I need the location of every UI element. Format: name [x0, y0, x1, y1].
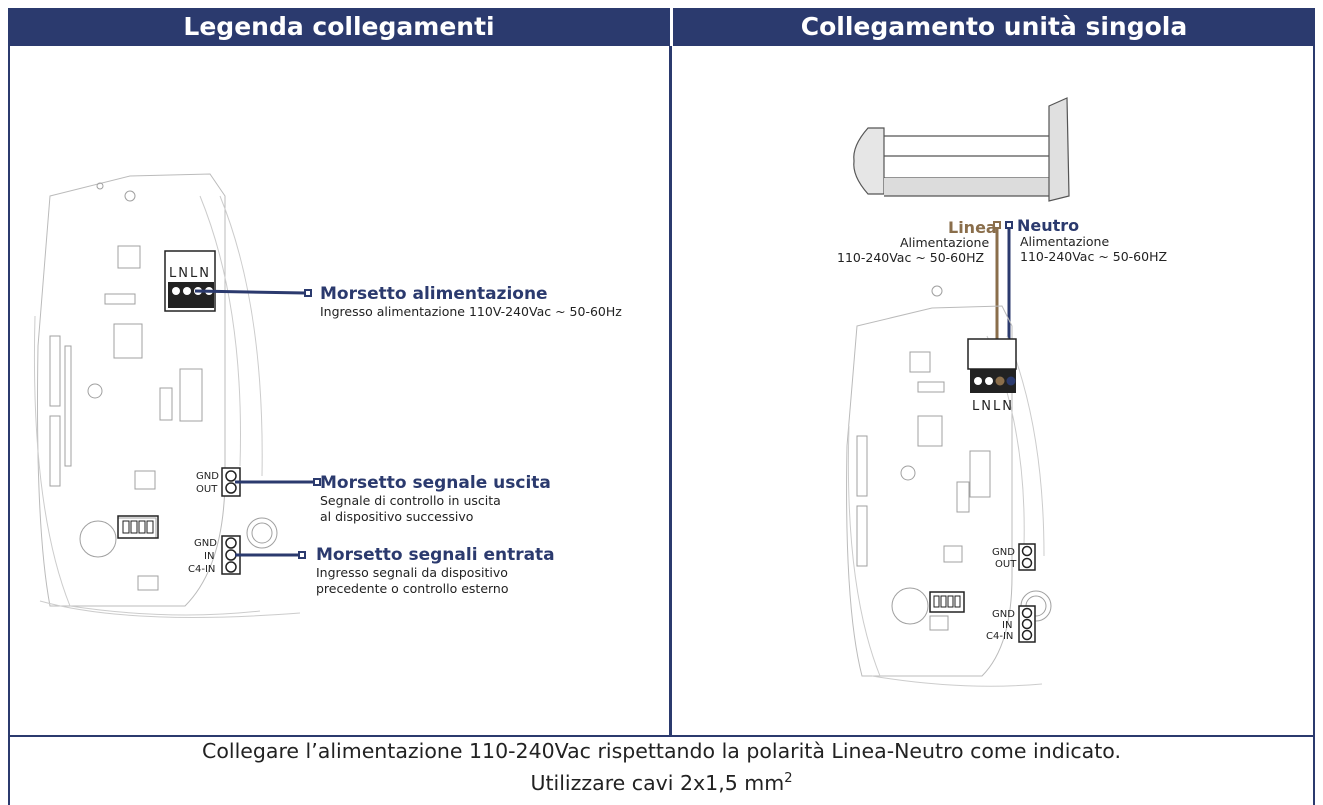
footer-divider	[8, 735, 1315, 737]
linea-desc1: Alimentazione	[900, 235, 989, 250]
left-border	[8, 46, 10, 805]
footer-line2: Utilizzare cavi 2x1,5 mm2	[530, 770, 793, 795]
neutro-desc1: Alimentazione	[1020, 234, 1109, 249]
morsetto-uscita-title: Morsetto segnale uscita	[320, 473, 551, 493]
linea-title: Linea	[948, 218, 997, 237]
output-terminal-right: GND OUT	[992, 543, 1036, 571]
morsetto-entrata-title: Morsetto segnali entrata	[316, 545, 555, 565]
right-border	[1313, 46, 1315, 805]
svg-text:OUT: OUT	[995, 559, 1017, 570]
morsetto-alimentazione-title: Morsetto alimentazione	[320, 284, 548, 304]
morsetto-entrata-desc2: precedente o controllo esterno	[316, 581, 509, 596]
legend-diagram: LNLN Morsetto alimentazione Ingresso ali…	[33, 173, 622, 618]
pcb-board-right	[846, 285, 1052, 687]
input-terminal-left: GND IN C4-IN	[188, 535, 241, 575]
morsetto-alimentazione-desc: Ingresso alimentazione 110V-240Vac ~ 50-…	[320, 304, 622, 319]
header-legenda: Legenda collegamenti	[8, 8, 670, 46]
dip-switch-right	[929, 591, 965, 613]
wiring-diagram: Linea Alimentazione 110-240Vac ~ 50-60HZ…	[837, 97, 1167, 687]
pcb-board-left	[33, 173, 301, 618]
output-terminal-left: GND OUT	[196, 467, 241, 497]
morsetto-uscita-desc1: Segnale di controllo in uscita	[320, 493, 501, 508]
linea-desc2: 110-240Vac ~ 50-60HZ	[837, 250, 984, 265]
power-terminal-right: LNLN	[967, 338, 1017, 414]
neutro-title: Neutro	[1017, 216, 1079, 235]
terminal-letters-right: LNLN	[972, 399, 1014, 414]
svg-text:GND: GND	[992, 547, 1015, 558]
footer-line1: Collegare l’alimentazione 110-240Vac ris…	[202, 739, 1121, 763]
input-terminal-right: GND IN C4-IN	[986, 605, 1036, 643]
morsetto-entrata-desc1: Ingresso segnali da dispositivo	[316, 565, 508, 580]
neutro-desc2: 110-240Vac ~ 50-60HZ	[1020, 249, 1167, 264]
power-terminal-left: LNLN	[164, 250, 216, 312]
morsetto-uscita-desc2: al dispositivo successivo	[320, 509, 473, 524]
svg-text:GND: GND	[194, 538, 217, 549]
svg-text:IN: IN	[1002, 620, 1012, 631]
svg-text:OUT: OUT	[196, 484, 218, 495]
svg-text:C4-IN: C4-IN	[986, 631, 1013, 642]
svg-text:GND: GND	[196, 471, 219, 482]
fan-unit	[853, 97, 1070, 202]
terminal-letters-left: LNLN	[169, 266, 211, 281]
center-divider	[669, 46, 672, 736]
header-collegamento: Collegamento unità singola	[673, 8, 1315, 46]
svg-text:C4-IN: C4-IN	[188, 564, 215, 575]
svg-text:IN: IN	[204, 551, 214, 562]
dip-switch-left	[117, 515, 159, 539]
svg-text:GND: GND	[992, 609, 1015, 620]
footer-note: Collegare l’alimentazione 110-240Vac ris…	[10, 737, 1313, 797]
